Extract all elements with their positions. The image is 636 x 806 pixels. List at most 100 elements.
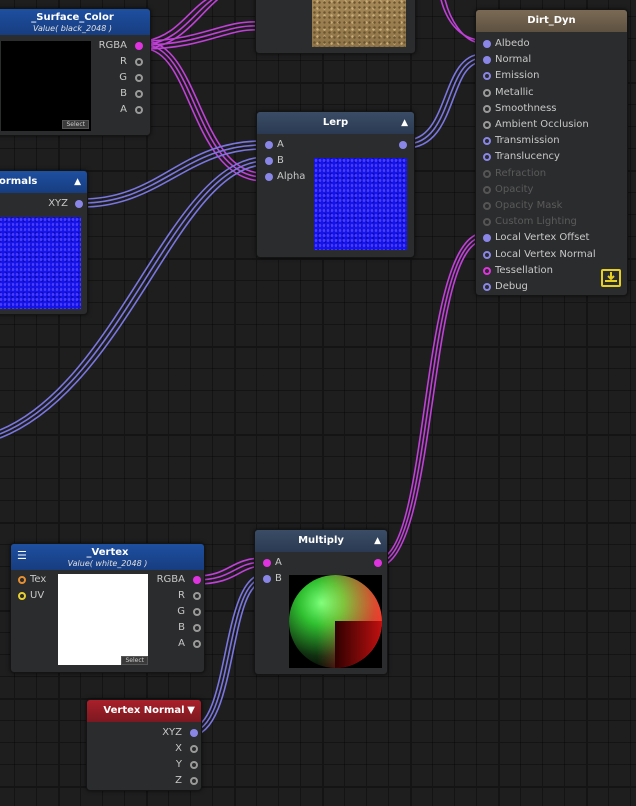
normals-preview <box>0 217 81 309</box>
master-input-port[interactable] <box>483 137 491 146</box>
a-output-label: A <box>120 104 127 115</box>
lerp-output-port[interactable] <box>399 141 407 149</box>
tex-input-label: Tex <box>30 574 47 585</box>
z-output-port[interactable] <box>190 777 198 785</box>
normals-title: ormals <box>0 176 38 187</box>
dirt-dyn-title: Dirt_Dyn <box>527 15 576 26</box>
vertex-header[interactable]: ☰ _Vertex Value( white_2048 ) <box>11 544 204 570</box>
texture-sample-node[interactable] <box>255 0 416 54</box>
x-output-port[interactable] <box>190 745 198 753</box>
rgba-output-port[interactable] <box>193 576 201 584</box>
normals-node[interactable]: ormals ▲ XYZ <box>0 170 88 315</box>
lerp-input-alpha-port[interactable] <box>265 173 273 181</box>
master-input-port[interactable] <box>483 202 491 210</box>
master-input-label: Opacity Mask <box>495 200 563 211</box>
master-input-label: Opacity <box>495 183 534 195</box>
tex-input-port[interactable] <box>18 576 26 584</box>
y-output-port[interactable] <box>190 761 198 769</box>
b-output-label: B <box>178 622 185 633</box>
vertex-subtitle: Value( white_2048 ) <box>67 559 148 568</box>
vertex-normal-node[interactable]: Vertex Normal ▼ XYZ X Y Z <box>86 699 202 791</box>
x-output-label: X <box>175 743 182 754</box>
master-input-port[interactable] <box>483 234 491 243</box>
g-output-port[interactable] <box>135 74 143 82</box>
master-input-port[interactable] <box>483 169 491 178</box>
surface-color-preview: Select <box>1 41 91 131</box>
b-output-label: B <box>120 88 127 99</box>
multiply-node[interactable]: Multiply ▲ A B <box>254 529 388 675</box>
collapse-icon[interactable]: ▲ <box>401 118 408 128</box>
lerp-input-a-label: A <box>277 139 284 150</box>
save-icon[interactable] <box>601 269 621 287</box>
b-output-port[interactable] <box>193 624 201 632</box>
master-input-label: Translucency <box>495 151 560 163</box>
surface-color-title: _Surface_Color <box>31 12 114 23</box>
select-button[interactable]: Select <box>121 656 148 665</box>
master-input-label: Albedo <box>495 38 530 49</box>
master-input-label: Metallic <box>495 86 534 98</box>
collapse-icon[interactable]: ▲ <box>74 177 81 187</box>
rgba-output-port[interactable] <box>135 42 143 50</box>
multiply-input-a-port[interactable] <box>263 559 271 567</box>
menu-icon[interactable]: ☰ <box>17 549 27 562</box>
master-input-label: Custom Lighting <box>495 216 577 228</box>
master-input-port[interactable] <box>483 153 491 162</box>
collapse-icon[interactable]: ▲ <box>374 536 381 546</box>
lerp-node[interactable]: Lerp ▲ A B Alpha <box>256 111 415 258</box>
xyz-output-label: XYZ <box>162 727 182 738</box>
multiply-input-a-label: A <box>275 557 282 568</box>
dirt-dyn-header[interactable]: Dirt_Dyn <box>476 10 627 32</box>
lerp-input-alpha-label: Alpha <box>277 171 306 182</box>
normals-header[interactable]: ormals ▲ <box>0 171 87 193</box>
g-output-label: G <box>177 606 185 617</box>
multiply-preview <box>289 575 382 668</box>
master-input-label: Emission <box>495 70 540 82</box>
xyz-output-port[interactable] <box>75 200 83 208</box>
master-input-port[interactable] <box>483 104 491 113</box>
vertex-normal-header[interactable]: Vertex Normal ▼ <box>87 700 201 722</box>
surface-color-header[interactable]: _Surface_Color Value( black_2048 ) <box>0 9 150 35</box>
multiply-input-b-port[interactable] <box>263 575 271 583</box>
select-button[interactable]: Select <box>62 120 89 129</box>
r-output-port[interactable] <box>135 58 143 66</box>
dropdown-icon[interactable]: ▼ <box>187 705 195 716</box>
master-input-label: Local Vertex Offset <box>495 232 590 244</box>
vertex-texture-node[interactable]: ☰ _Vertex Value( white_2048 ) Tex UV Sel… <box>10 543 205 673</box>
master-input-label: Debug <box>495 281 528 292</box>
b-output-port[interactable] <box>135 90 143 98</box>
surface-color-node[interactable]: _Surface_Color Value( black_2048 ) Selec… <box>0 8 151 136</box>
lerp-input-b-label: B <box>277 155 284 166</box>
vertex-title: _Vertex <box>86 547 129 558</box>
lerp-preview <box>314 158 407 250</box>
lerp-input-b-port[interactable] <box>265 157 273 165</box>
master-input-label: Local Vertex Normal <box>495 248 596 260</box>
multiply-header[interactable]: Multiply ▲ <box>255 530 387 552</box>
master-input-port[interactable] <box>483 283 491 291</box>
master-input-port[interactable] <box>483 88 491 97</box>
lerp-input-a-port[interactable] <box>265 141 273 149</box>
a-output-port[interactable] <box>193 640 201 648</box>
uv-input-port[interactable] <box>18 592 26 600</box>
a-output-port[interactable] <box>135 106 143 114</box>
master-input-port[interactable] <box>483 250 491 259</box>
master-input-port[interactable] <box>483 266 491 275</box>
g-output-label: G <box>119 72 127 83</box>
multiply-title: Multiply <box>298 535 344 546</box>
multiply-output-port[interactable] <box>374 559 382 567</box>
rgba-output-label: RGBA <box>156 574 185 585</box>
master-input-port[interactable] <box>483 40 491 48</box>
master-input-port[interactable] <box>483 218 491 227</box>
master-input-label: Ambient Occlusion <box>495 119 589 130</box>
xyz-output-port[interactable] <box>190 729 198 737</box>
lerp-header[interactable]: Lerp ▲ <box>257 112 414 134</box>
r-output-label: R <box>178 590 185 601</box>
surface-color-subtitle: Value( black_2048 ) <box>33 24 112 33</box>
r-output-port[interactable] <box>193 592 201 600</box>
master-input-port[interactable] <box>483 185 491 194</box>
master-input-port[interactable] <box>483 121 491 129</box>
y-output-label: Y <box>175 759 182 770</box>
master-input-port[interactable] <box>483 56 491 65</box>
master-input-port[interactable] <box>483 72 491 81</box>
g-output-port[interactable] <box>193 608 201 616</box>
